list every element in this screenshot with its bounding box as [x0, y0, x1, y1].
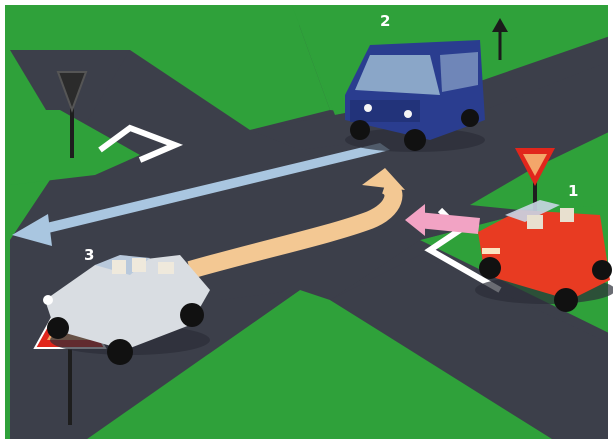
vehicle-label-3: 3 [84, 246, 94, 264]
vehicle-label-1: 1 [568, 182, 578, 200]
van-blue [345, 40, 485, 152]
van-windshield [355, 55, 440, 95]
vehicle-label-2: 2 [380, 12, 390, 30]
